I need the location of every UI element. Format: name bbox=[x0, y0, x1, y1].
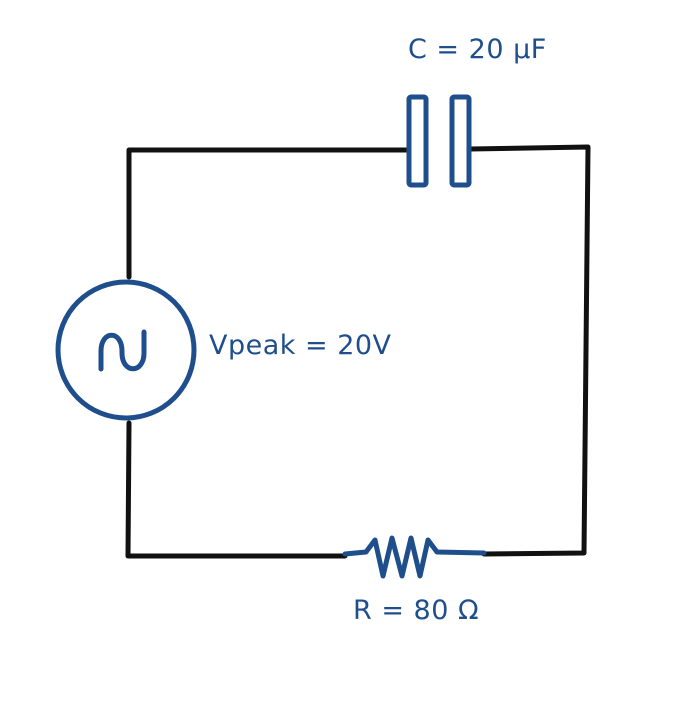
top-right-wire bbox=[467, 144, 591, 557]
ac-source-circle bbox=[55, 279, 197, 421]
capacitor-plate-left bbox=[406, 94, 429, 188]
top-left-wire bbox=[126, 147, 410, 280]
ac-source-icon bbox=[98, 329, 147, 372]
capacitor-plate-right bbox=[449, 94, 472, 188]
resistor-zigzag bbox=[342, 535, 487, 579]
resistor bbox=[342, 535, 487, 579]
capacitor bbox=[406, 94, 472, 188]
source-label: Vpeak = 20V bbox=[209, 330, 392, 361]
bottom-left-wire bbox=[125, 420, 348, 559]
ac-source bbox=[55, 279, 197, 421]
capacitor-label: C = 20 μF bbox=[408, 34, 547, 65]
resistor-label: R = 80 Ω bbox=[353, 595, 479, 626]
wires bbox=[125, 144, 591, 559]
